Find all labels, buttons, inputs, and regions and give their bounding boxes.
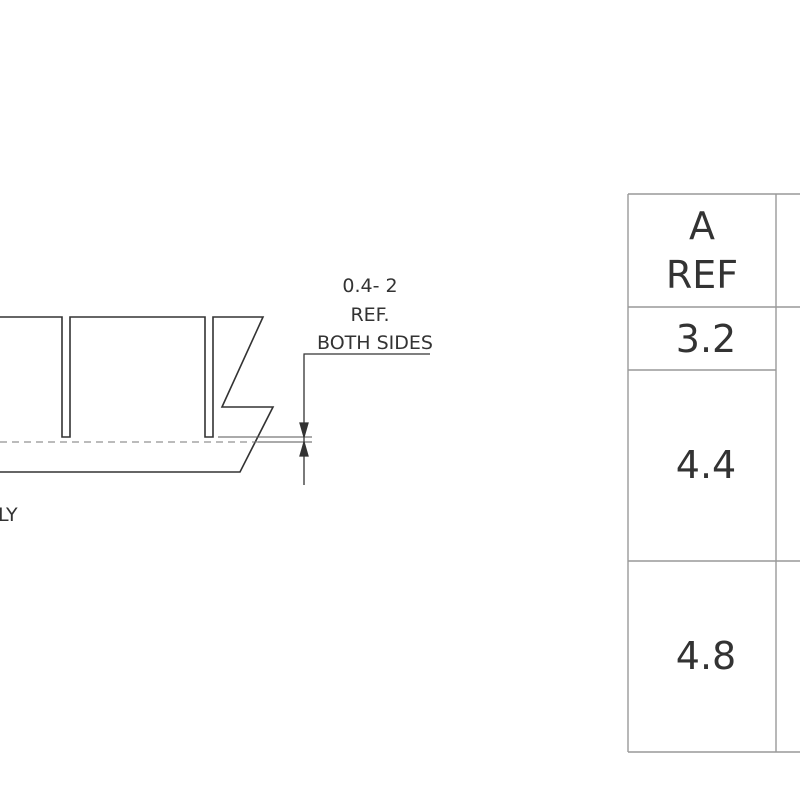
dimension-note-ref: REF. [350, 304, 390, 326]
note-leader [303, 353, 430, 355]
table-header-ref: REF [665, 253, 739, 297]
dimension-note-both-sides: BOTH SIDES [317, 332, 433, 354]
table-header-a: A [689, 204, 715, 248]
partial-label: LY [0, 504, 18, 526]
fin-profile [0, 316, 275, 473]
dimension-note-value: 0.4- 2 [342, 275, 398, 297]
extension-lines [218, 436, 312, 443]
table-value-4-4: 4.4 [675, 443, 737, 487]
table-value-3-2: 3.2 [675, 317, 737, 361]
table-value-4-8: 4.8 [675, 634, 737, 678]
dimension-arrow [299, 355, 309, 485]
reference-table-grid [627, 193, 800, 753]
